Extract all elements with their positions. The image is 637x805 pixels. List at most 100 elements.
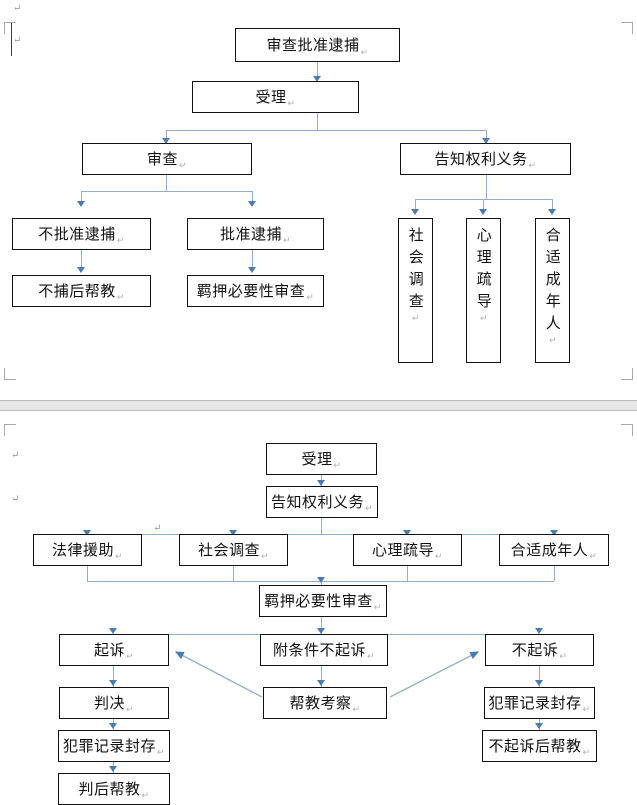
paragraph-mark: ↵: [589, 552, 598, 563]
node-non-prosecution[interactable]: 不起诉↵: [485, 634, 594, 666]
edge-review-approve: [252, 191, 253, 206]
arrowhead-custody-necessity-review: [248, 267, 256, 273]
edge-notify-psych: [483, 199, 484, 213]
node-label: 合适成年人: [510, 540, 589, 559]
paragraph-mark: ↵: [582, 705, 591, 716]
node-conditional-non-prosecution[interactable]: 附条件不起诉↵: [260, 634, 388, 666]
arrowhead-non-prosecution: [535, 628, 543, 634]
paragraph-mark: ↵: [282, 236, 292, 247]
node-legal-aid[interactable]: 法律援助↵: [33, 534, 142, 566]
node-criminal-record-sealing-left[interactable]: 犯罪记录封存↵: [58, 730, 170, 762]
node-label: 法律援助: [51, 540, 114, 559]
paragraph-mark: ↵: [116, 293, 125, 304]
arrowhead-appropriate-adult: [548, 209, 556, 215]
node-label: 判决: [93, 693, 125, 712]
node-label: 社会调查: [406, 227, 425, 315]
paragraph-mark: ↵: [352, 705, 361, 716]
margin-corner-bottom-left: [4, 368, 16, 380]
edge-notify-adult: [552, 199, 553, 213]
node-social-investigation[interactable]: 社会调查↵: [179, 534, 288, 566]
node-label: 受理: [301, 449, 333, 468]
node-help-after-non-prosecution[interactable]: 不起诉后帮教↵: [482, 730, 597, 762]
margin-corner-top-right: [621, 424, 633, 436]
arrowhead-criminal-record-sealing-right: [535, 680, 543, 686]
paragraph-mark: ↵: [178, 161, 188, 172]
node-label: 起诉: [93, 640, 125, 659]
arrowhead-help-after-judgment: [109, 766, 117, 772]
node-label: 合适成年人: [543, 227, 562, 337]
node-label: 社会调查: [197, 540, 260, 559]
paragraph-mark: ↵: [287, 99, 296, 110]
edge-accept-bus: [317, 113, 318, 130]
node-accept[interactable]: 受理↵: [192, 81, 359, 113]
arrowhead-accept: [313, 76, 321, 82]
edge-notify-bus-horizontal: [87, 534, 554, 535]
edge-social-bus: [233, 566, 234, 581]
node-help-after-no-arrest[interactable]: 不捕后帮教↵: [12, 275, 151, 307]
node-accept[interactable]: 受理↵: [266, 443, 377, 475]
node-label: 心理疏导: [371, 540, 434, 559]
node-custody-necessity-review[interactable]: 羁押必要性审查↵: [187, 275, 324, 307]
edge-record-help-np: [539, 709, 540, 730]
node-label: 审查批准逮捕: [266, 35, 360, 54]
node-label: 审查: [146, 149, 178, 168]
node-social-investigation[interactable]: 社会调查↵: [398, 218, 433, 363]
page-1: ↵ ↵ 审查批准逮捕↵: [0, 0, 637, 400]
margin-corner-top-right: [621, 22, 633, 34]
paragraph-mark: ↵: [153, 523, 162, 534]
edge-review-no-approve: [81, 191, 82, 206]
node-label: 受理: [255, 87, 287, 106]
node-label: 帮教考察: [289, 693, 352, 712]
arrowhead-conditional-non-prosecution: [317, 628, 325, 634]
paragraph-mark: ↵: [373, 603, 382, 614]
edge-supervision-to-prosecute: [174, 651, 263, 698]
node-psychological-counseling[interactable]: 心理疏导↵: [466, 218, 501, 363]
node-psychological-counseling[interactable]: 心理疏导↵: [353, 534, 462, 566]
node-prosecute[interactable]: 起诉↵: [59, 634, 169, 666]
node-notify-rights[interactable]: 告知权利义务↵: [400, 143, 571, 175]
paragraph-mark: ↵: [434, 552, 444, 563]
node-judgment[interactable]: 判决↵: [59, 687, 169, 719]
arrowhead-psychological-counseling: [403, 530, 411, 536]
node-label: 附条件不起诉: [272, 640, 366, 659]
node-appropriate-adult[interactable]: 合适成年人↵: [535, 218, 570, 363]
edge-record-help: [113, 752, 114, 773]
node-criminal-record-sealing-right[interactable]: 犯罪记录封存↵: [484, 687, 595, 719]
arrowhead-help-after-non-prosecution: [535, 723, 543, 729]
edge-approve-custody: [252, 250, 253, 271]
paragraph-mark: ↵: [13, 35, 22, 46]
node-approve-arrest[interactable]: 批准逮捕↵: [187, 218, 324, 250]
paragraph-mark: ↵: [156, 748, 166, 759]
arrowhead-supervision-inspection: [317, 680, 325, 686]
edge-root-accept: [317, 62, 318, 79]
node-help-after-judgment[interactable]: 判后帮教↵: [58, 773, 170, 805]
arrowhead-psychological-counseling: [479, 209, 487, 215]
node-supervision-inspection[interactable]: 帮教考察↵: [263, 687, 387, 719]
paragraph-mark: ↵: [11, 494, 20, 505]
paragraph-mark: ↵: [528, 161, 537, 172]
arrowhead-legal-aid: [83, 530, 91, 536]
arrowhead-notify-rights: [482, 138, 490, 144]
node-label: 不捕后帮教: [38, 281, 116, 300]
node-notify-rights[interactable]: 告知权利义务↵: [266, 486, 378, 518]
node-no-approve-arrest[interactable]: 不批准逮捕↵: [12, 218, 151, 250]
node-review-approve-arrest[interactable]: 审查批准逮捕↵: [235, 28, 400, 62]
edge-accept-notify: [486, 130, 487, 143]
node-review[interactable]: 审查↵: [82, 143, 252, 175]
paragraph-mark: ↵: [366, 652, 376, 663]
arrowhead-appropriate-adult: [550, 530, 558, 536]
edge-review-bus: [166, 174, 167, 191]
node-appropriate-adult[interactable]: 合适成年人↵: [499, 534, 609, 566]
paragraph-mark: ↵: [559, 652, 568, 663]
node-custody-necessity-review[interactable]: 羁押必要性审查↵: [259, 585, 387, 617]
margin-corner-bottom-right: [621, 368, 633, 380]
edge-judgment-record: [113, 709, 114, 730]
node-label: 判后帮教: [78, 779, 141, 798]
paragraph-mark: ↵: [364, 504, 374, 515]
edge-psych-bus: [407, 566, 408, 581]
edge-review-bus-horizontal: [81, 191, 252, 192]
node-label: 心理疏导: [474, 227, 493, 315]
arrowhead-help-after-no-arrest: [77, 267, 85, 273]
arrowhead-review: [162, 138, 170, 144]
edge-accept-review: [166, 130, 167, 143]
